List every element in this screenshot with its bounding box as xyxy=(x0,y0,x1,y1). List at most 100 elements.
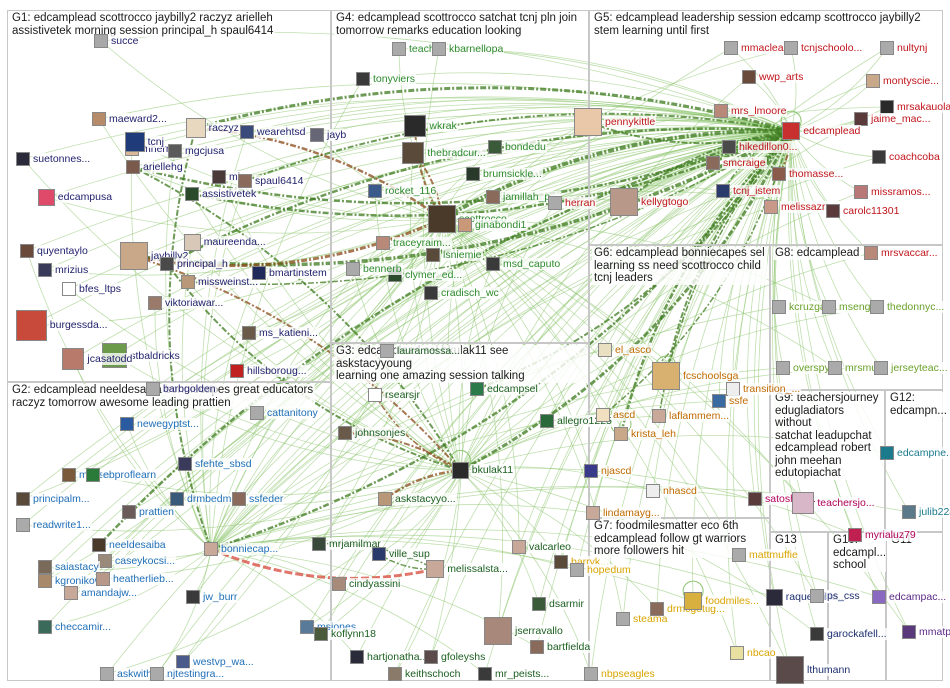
node-principal_h[interactable]: principal_h xyxy=(160,257,229,271)
node-rocket_116[interactable]: rocket_116 xyxy=(368,184,438,198)
node-fcschoolsga[interactable]: fcschoolsga xyxy=(652,362,740,390)
node-bondedu[interactable]: bondedu xyxy=(488,140,547,154)
node-hillsboroug[interactable]: hillsboroug... xyxy=(230,364,308,378)
node-krista_leh[interactable]: krista_leh xyxy=(614,427,677,441)
node-wwp_arts[interactable]: wwp_arts xyxy=(742,70,805,84)
node-mgcjusa[interactable]: mgcjusa xyxy=(168,144,226,158)
node-caseykocsi[interactable]: caseykocsi... xyxy=(98,554,177,568)
node-myrialuz79[interactable]: myrialuz79 xyxy=(848,528,917,542)
node-bonniecap[interactable]: bonniecap... xyxy=(204,542,280,556)
node-gfoleyshs[interactable]: gfoleyshs xyxy=(424,650,487,664)
node-amandajw[interactable]: amandajw... xyxy=(64,586,139,600)
node-lthumann[interactable]: lthumann xyxy=(776,656,852,684)
node-edcampsel[interactable]: edcampsel xyxy=(470,382,539,396)
node-carolc11301[interactable]: carolc11301 xyxy=(826,204,901,218)
node-cradisch_wc[interactable]: cradisch_wc xyxy=(424,286,500,300)
node-mr_peists[interactable]: mr_peists... xyxy=(478,667,551,681)
node-nultynj[interactable]: nultynj xyxy=(880,41,929,55)
node-coachcoba[interactable]: coachcoba xyxy=(872,150,941,164)
node-drmbedmu[interactable]: drmbedmu... xyxy=(170,492,247,506)
node-nhascd[interactable]: nhascd xyxy=(646,484,698,498)
node-jw_burr[interactable]: jw_burr xyxy=(186,590,239,604)
node-lindamayg[interactable]: lindamayg... xyxy=(586,506,661,520)
node-tcnj_istem[interactable]: tcnj_istem xyxy=(716,184,782,198)
node-ms_katieni[interactable]: ms_katieni... xyxy=(242,326,319,340)
node-heatherlieb[interactable]: heatherlieb... xyxy=(96,572,175,586)
node-askstacyyo[interactable]: askstacyyo... xyxy=(378,492,457,506)
node-ssfeder[interactable]: ssfeder xyxy=(232,492,285,506)
node-ascd[interactable]: ascd xyxy=(596,408,637,422)
node-valcarleo[interactable]: valcarleo xyxy=(512,540,573,554)
node-mrizius[interactable]: mrizius xyxy=(38,263,90,277)
node-mattmuffie[interactable]: mattmuffie xyxy=(732,548,799,562)
node-saiastacy[interactable]: saiastacy xyxy=(38,560,100,574)
node-raczyz[interactable]: raczyz xyxy=(186,118,240,138)
node-melissalsta[interactable]: melissalsta... xyxy=(426,560,509,579)
node-herran[interactable]: herran xyxy=(548,196,597,210)
node-cindyassini[interactable]: cindyassini xyxy=(332,577,402,591)
node-hopedum[interactable]: hopedum xyxy=(570,563,632,577)
node-nbpseagles[interactable]: nbpseagles xyxy=(584,667,656,681)
node-readwrite1[interactable]: readwrite1... xyxy=(16,518,92,532)
node-wkrak[interactable]: wkrak xyxy=(404,115,458,138)
node-rsearsjr[interactable]: rsearsjr xyxy=(368,388,422,402)
node-wearehtsd[interactable]: wearehtsd xyxy=(240,125,307,139)
node-assistivetek[interactable]: assistivetek xyxy=(185,187,258,201)
node-johnsonjes[interactable]: johnsonjes xyxy=(338,426,407,440)
node-mrjamilmar[interactable]: mrjamilmar xyxy=(312,537,382,551)
node-mrs_lmoore[interactable]: mrs_lmoore xyxy=(714,104,788,118)
node-njascd[interactable]: njascd xyxy=(584,464,633,478)
node-viktoriawar[interactable]: viktoriawar... xyxy=(148,296,225,310)
node-jserravallo[interactable]: jserravallo xyxy=(484,617,564,645)
node-kbarnellopa[interactable]: kbarnellopa xyxy=(432,42,505,56)
node-ebproflearn[interactable]: ebproflearn xyxy=(86,468,158,482)
node-edcamplead[interactable]: edcamplead xyxy=(782,122,862,141)
node-ps_css[interactable]: ps_css xyxy=(810,589,861,603)
node-julib224[interactable]: julib224 xyxy=(902,505,950,519)
node-montyscie[interactable]: montyscie... xyxy=(866,74,941,88)
node-bartfielda[interactable]: bartfielda xyxy=(530,640,592,654)
node-westvp_wa[interactable]: westvp_wa... xyxy=(176,655,255,669)
node-barbgolden[interactable]: barbgolden xyxy=(146,382,217,396)
node-lauramossa[interactable]: lauramossa... xyxy=(380,344,462,358)
node-thebradcur[interactable]: thebradcur... xyxy=(402,142,487,165)
node-njtestingra[interactable]: njtestingra... xyxy=(150,667,226,681)
node-jamillah_p[interactable]: jamillah_p... xyxy=(486,190,561,204)
node-traceyraim[interactable]: traceyraim... xyxy=(376,236,452,250)
node-sfehte_sbsd[interactable]: sfehte_sbsd xyxy=(178,457,253,471)
node-brumsickle[interactable]: brumsickle... xyxy=(466,167,543,181)
node-msd_caputo[interactable]: msd_caputo xyxy=(486,257,562,271)
node-mrsmur[interactable]: mrsmur xyxy=(828,361,882,375)
node-nbcao[interactable]: nbcao xyxy=(730,646,777,660)
node-foodmiles[interactable]: foodmiles... xyxy=(684,592,760,611)
node-spaul6414[interactable]: spaul6414 xyxy=(238,174,305,188)
node-bennerb[interactable]: bennerb xyxy=(346,262,403,276)
node-el_asco[interactable]: el_asco xyxy=(598,343,653,357)
node-quyentaylo[interactable]: quyentaylo xyxy=(20,244,89,258)
node-arielleh[interactable]: ariellehg xyxy=(126,160,184,174)
node-tcnjschoolo[interactable]: tcnjschoolo... xyxy=(784,41,864,55)
node-ginabondi1[interactable]: ginabondi1 xyxy=(458,218,528,232)
node-laflammem[interactable]: laflammem... xyxy=(652,409,731,423)
node-suetonnes[interactable]: suetonnes... xyxy=(16,152,92,166)
node-missramos[interactable]: missramos... xyxy=(854,185,932,199)
node-edcampac[interactable]: edcampac... xyxy=(872,590,948,604)
node-ssfe[interactable]: ssfe xyxy=(712,394,750,408)
node-melissazra[interactable]: melissazra... xyxy=(764,200,841,214)
node-steama[interactable]: steama xyxy=(616,612,669,626)
node-burgessda[interactable]: burgessda... xyxy=(16,310,109,341)
node-ville_sup[interactable]: ville_sup xyxy=(372,547,431,561)
node-transition[interactable]: transition_... xyxy=(726,382,802,396)
node-neeldesaiba[interactable]: neeldesaiba xyxy=(92,538,167,552)
node-keithschoch[interactable]: keithschoch xyxy=(388,667,462,681)
node-edcampne[interactable]: edcampne... xyxy=(880,446,950,460)
node-thomasse[interactable]: thomasse... xyxy=(772,167,845,181)
node-jaime_mac[interactable]: jaime_mac... xyxy=(854,112,932,126)
node-succe[interactable]: succe xyxy=(94,34,140,48)
node-jerseyteac[interactable]: jerseyteac... xyxy=(874,361,949,375)
node-tcnj[interactable]: tcnj xyxy=(125,132,165,152)
node-mrsvaccar[interactable]: mrsvaccar... xyxy=(864,246,939,260)
node-mrsakauola[interactable]: mrsakauola xyxy=(880,100,950,114)
node-kellygtogo[interactable]: kellygtogo xyxy=(610,188,690,216)
node-maureenda[interactable]: maureenda... xyxy=(184,234,267,251)
